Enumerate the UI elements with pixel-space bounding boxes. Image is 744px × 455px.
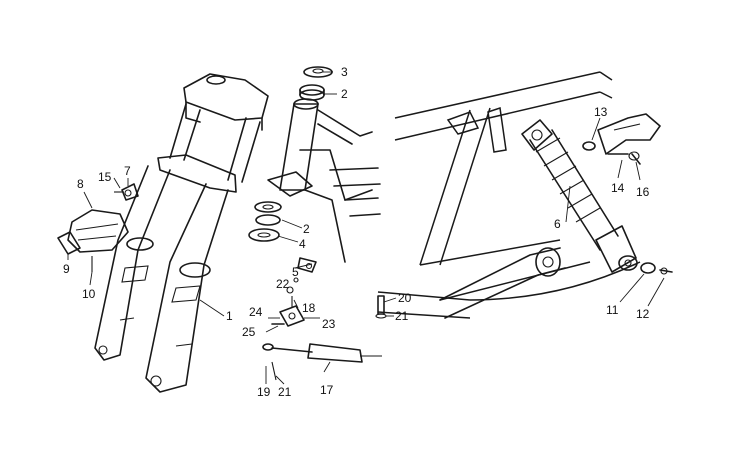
callout-1: 1 (226, 309, 233, 323)
callout-12: 12 (636, 307, 650, 321)
callout-7: 7 (124, 164, 131, 178)
callout-22: 22 (276, 277, 290, 291)
callout-15: 15 (98, 170, 112, 184)
bearing-stack (248, 66, 333, 273)
callout-20: 20 (398, 291, 412, 305)
callout-21-right: 21 (395, 309, 409, 323)
callout-10: 10 (82, 287, 96, 301)
callout-numbers: 3 2 2 4 5 1 8 15 7 9 10 6 13 14 16 11 12… (63, 65, 650, 399)
callout-24: 24 (249, 305, 263, 319)
motorcycle-frame (377, 71, 641, 319)
callout-2-lower: 2 (303, 222, 310, 236)
callout-6: 6 (554, 217, 561, 231)
fork-cover-assembly (57, 183, 139, 272)
steering-head (267, 98, 381, 263)
callout-25: 25 (242, 325, 256, 339)
leader-lines (67, 71, 665, 385)
callout-2-top: 2 (341, 87, 348, 101)
callout-17: 17 (320, 383, 334, 397)
callout-21-bottom: 21 (278, 385, 292, 399)
callout-4: 4 (299, 237, 306, 251)
callout-5: 5 (292, 265, 299, 279)
rear-shock-absorber (521, 113, 673, 275)
callout-3: 3 (341, 65, 348, 79)
callout-18: 18 (302, 301, 316, 315)
callout-9: 9 (63, 262, 70, 276)
callout-8: 8 (77, 177, 84, 191)
front-fork (94, 73, 269, 393)
callout-14: 14 (611, 181, 625, 195)
callout-19: 19 (257, 385, 271, 399)
callout-23: 23 (322, 317, 336, 331)
callout-13: 13 (594, 105, 608, 119)
callout-16: 16 (636, 185, 650, 199)
callout-11: 11 (606, 303, 619, 317)
